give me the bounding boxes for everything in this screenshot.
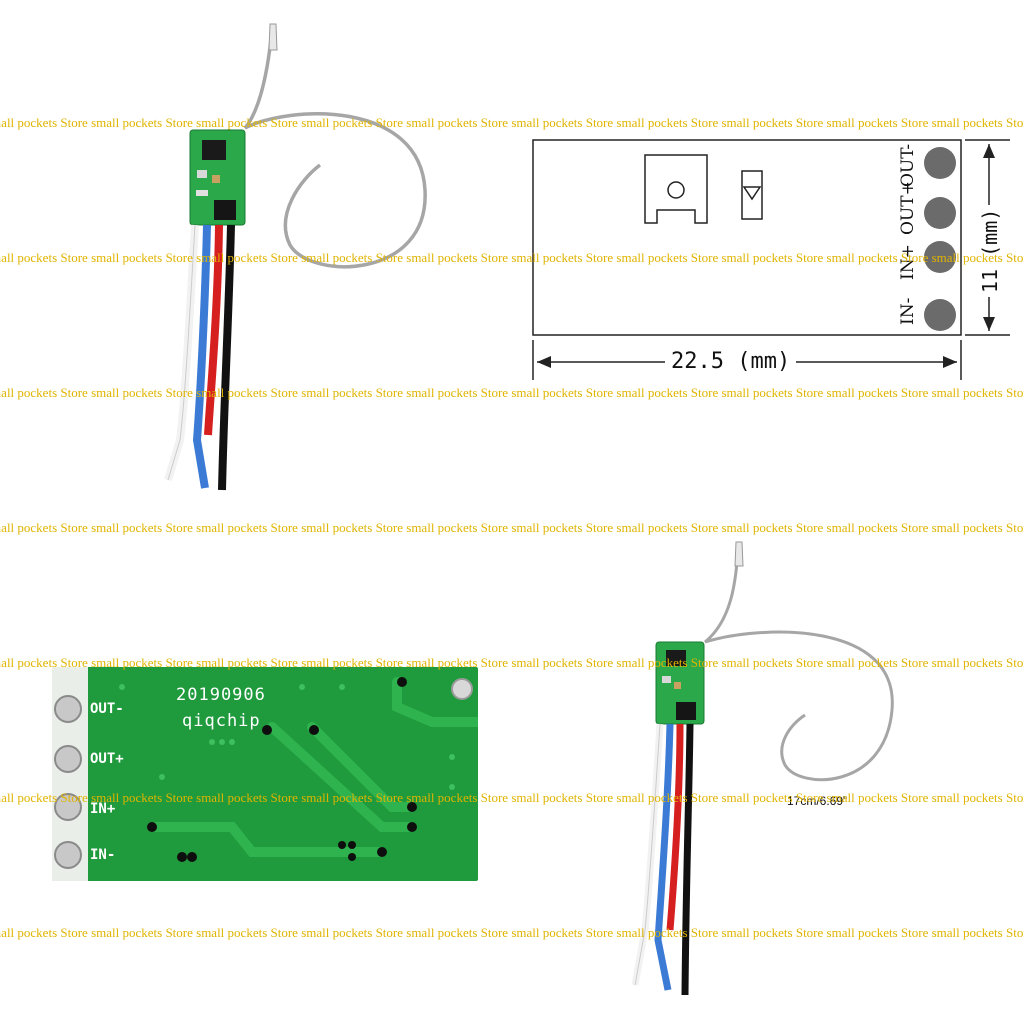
pin-pad-in-plus <box>924 241 956 273</box>
pcb-component-lead <box>451 678 473 700</box>
wire-blue <box>192 224 211 489</box>
module-photo-bottom-right <box>631 541 894 996</box>
antenna-wire-bottom <box>704 549 894 782</box>
height-label: 11 (mm) <box>978 204 1002 297</box>
wire-black <box>218 224 235 491</box>
module-relay-block <box>214 200 236 220</box>
wire-white <box>164 224 199 482</box>
pin-label-out-plus: OUT+ <box>898 181 918 235</box>
pcb-label-out-minus: OUT- <box>90 701 124 717</box>
antenna-length-label: 17cm/6.69" <box>787 794 848 808</box>
diode-symbol <box>741 170 763 220</box>
antenna-tip <box>268 23 278 51</box>
pcb-label-in-minus: IN- <box>90 847 116 863</box>
pin-pad-in-minus <box>924 299 956 331</box>
pcb-date-print: 20190906 <box>176 685 266 705</box>
module-outline <box>532 139 962 336</box>
pcb-pad-out-plus <box>54 745 82 773</box>
module-chip <box>202 140 226 160</box>
wire-red <box>204 224 223 436</box>
pcb-brand-print: qiqchip <box>182 711 261 731</box>
pin-label-in-plus: IN+ <box>898 244 918 280</box>
antenna-wire <box>243 29 427 269</box>
pcb-traces <box>147 677 478 857</box>
pcb-vias <box>147 677 417 862</box>
pcb-pad-out-minus <box>54 695 82 723</box>
pcb-label-in-plus: IN+ <box>90 801 116 817</box>
connector-symbol <box>644 154 708 224</box>
pin-label-in-minus: IN- <box>898 297 918 325</box>
pcb-pad-in-plus <box>54 793 82 821</box>
module-photo-top-left <box>164 23 427 491</box>
width-label: 22.5 (mm) <box>665 349 797 374</box>
dimension-diagram: IN- IN+ OUT+ OUT- 22.5 (mm) 11 (mm) <box>515 115 1015 510</box>
pin-pad-out-minus <box>924 147 956 179</box>
pcb-back-photo: OUT- OUT+ IN+ IN- 20190906 qiqchip <box>52 667 478 881</box>
pin-label-out-minus: OUT- <box>898 143 918 187</box>
pcb-label-out-plus: OUT+ <box>90 751 124 767</box>
pin-pad-out-plus <box>924 197 956 229</box>
pcb-pad-in-minus <box>54 841 82 869</box>
